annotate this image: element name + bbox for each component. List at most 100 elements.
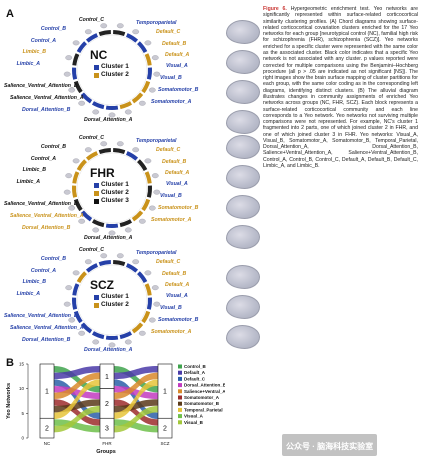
chord-arc-segment [85, 33, 98, 43]
chord-group-title: SCZ [90, 278, 114, 292]
chord-arc-segment [85, 263, 98, 273]
chord-arc-segment [141, 198, 151, 212]
chord-brain-thumbnail [78, 218, 86, 224]
network-label: Temporoparietal [136, 138, 177, 144]
chord-brain-thumbnail [92, 227, 100, 233]
network-label: Default_A [165, 170, 190, 176]
chord-brain-thumbnail [92, 109, 100, 115]
alluvial-flow [114, 405, 158, 433]
chord-brain-thumbnail [124, 109, 132, 115]
chord-legend-item: Cluster 1 [94, 181, 129, 189]
chord-arc-segment [126, 263, 139, 273]
chord-legend-item: Cluster 3 [94, 197, 129, 205]
caption-body: Hypergeometric enrichment test. Yeo netw… [263, 6, 418, 170]
y-tick-label: 15 [19, 362, 25, 367]
chord-brain-thumbnail [68, 205, 76, 211]
brain-image [226, 50, 260, 74]
legend-swatch [178, 376, 182, 381]
chord-brain-thumbnail [68, 87, 76, 93]
panel-a-letter: A [6, 8, 14, 20]
chord-arc-segment [98, 260, 111, 267]
chord-arc-segment [126, 33, 139, 43]
legend-swatch [94, 182, 99, 188]
legend-label: Visual_A [184, 414, 204, 419]
chord-arc-segment [126, 151, 139, 161]
alluvial-flow [54, 419, 100, 433]
chord-arc-segment [72, 283, 80, 296]
alluvial-flow [114, 385, 158, 400]
legend-swatch [94, 72, 99, 78]
chord-legend-item: Cluster 2 [94, 301, 129, 309]
figure-caption: Figure 6. Hypergeometric enrichment test… [263, 6, 418, 169]
chord-legend-item: Cluster 2 [94, 71, 129, 79]
chord-brain-thumbnail [153, 189, 161, 195]
chord-arc-segment [146, 67, 152, 80]
legend-swatch [94, 198, 99, 204]
chord-arc-segment [141, 80, 151, 94]
network-label: Control_B [40, 144, 66, 150]
y-tick-label: 5 [21, 411, 24, 416]
chord-arc-segment [146, 185, 152, 198]
chord-arc-segment [72, 185, 78, 198]
legend-swatch [178, 407, 182, 412]
chord-group-title: NC [90, 48, 108, 62]
network-label: Salience_Ventral_Attention_B [4, 201, 78, 207]
network-label: Control_A [30, 156, 56, 162]
chord-arc-segment [113, 30, 126, 37]
legend-swatch [178, 383, 182, 388]
chord-brain-thumbnail [78, 100, 86, 106]
chord-brain-thumbnail [132, 29, 140, 35]
chord-arc-segment [72, 67, 78, 80]
chord-arc-segment [72, 297, 78, 310]
legend-label: Somatomotor_B [184, 401, 220, 406]
network-label: Salience_Ventral_Attention_B [4, 313, 78, 319]
chord-arc-segment [113, 148, 126, 155]
network-label: Dorsal_Attention_A [84, 235, 133, 241]
legend-label: Cluster 2 [101, 301, 129, 308]
alluvial-block-label: 1 [105, 374, 109, 381]
network-label: Dorsal_Attention_A [84, 347, 133, 353]
chord-brain-thumbnail [144, 158, 152, 164]
network-label: Somatomotor_A [151, 329, 192, 335]
chord-brain-thumbnail [63, 301, 71, 307]
chord-brain-thumbnail [84, 259, 92, 265]
network-label: Somatomotor_A [151, 99, 192, 105]
network-label: Visual_B [160, 305, 182, 311]
alluvial-flow [54, 379, 100, 420]
network-label: Somatomotor_B [158, 205, 199, 211]
x-tick-label: FHR [102, 441, 112, 446]
legend-label: Temporal_Parietal [184, 407, 223, 412]
watermark: 公众号 · 脑海科技实验室 [282, 434, 378, 456]
chord-brain-thumbnail [100, 141, 108, 147]
legend-label: Default_C [184, 376, 206, 381]
chord-arc-segment [73, 198, 83, 212]
chord-arc-segment [146, 297, 152, 310]
brain-image [226, 265, 260, 289]
chord-arc-segment [141, 310, 151, 324]
network-label: Limbic_B [22, 279, 46, 285]
network-label: Default_C [156, 29, 181, 35]
y-tick-label: 0 [21, 436, 24, 441]
chord-brain-thumbnail [151, 55, 159, 61]
alluvial-flow [114, 419, 158, 433]
chord-arc-segment [137, 159, 148, 171]
legend-label: Dorsal_Attention_B [184, 383, 225, 388]
alluvial-block-label: 2 [45, 426, 49, 433]
chord-brain-thumbnail [124, 339, 132, 345]
chord-arc-segment [73, 310, 83, 324]
chord-arc-segment [131, 322, 144, 334]
brain-image [226, 110, 260, 134]
network-label: Visual_B [160, 75, 182, 81]
network-label: Default_A [165, 52, 190, 58]
legend-label: Cluster 1 [101, 63, 129, 70]
chord-arc-segment [85, 151, 98, 161]
chord-arc-segment [119, 219, 133, 228]
legend-swatch [94, 190, 99, 196]
chord-arc-segment [80, 92, 93, 104]
network-label: Dorsal_Attention_B [22, 337, 71, 343]
chord-brain-thumbnail [63, 189, 71, 195]
chord-legend-item: Cluster 2 [94, 189, 129, 197]
chord-brain-thumbnail [108, 112, 116, 118]
chord-brain-thumbnail [72, 158, 80, 164]
